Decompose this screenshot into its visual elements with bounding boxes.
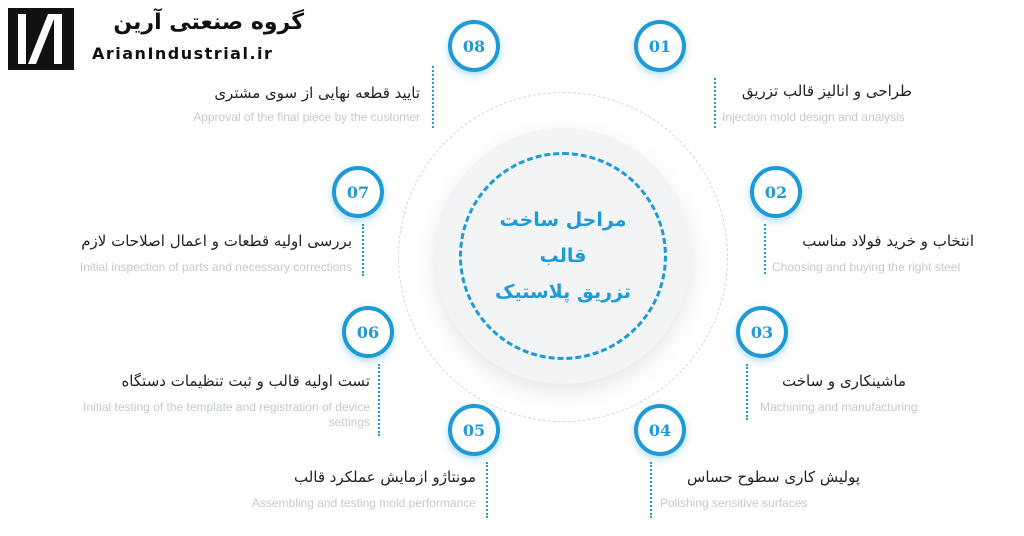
center-title-line-1: مراحل ساخت bbox=[499, 209, 627, 231]
step-02-badge: 02 bbox=[750, 166, 802, 218]
step-07-connector bbox=[362, 224, 364, 276]
step-04-title: پولیش کاری سطوح حساس bbox=[687, 468, 860, 486]
step-04-connector bbox=[650, 462, 652, 518]
brand-name: گروه صنعتی آرین bbox=[113, 10, 304, 35]
step-01-badge: 01 bbox=[634, 20, 686, 72]
step-08-title: تایید قطعه نهایی از سوی مشتری bbox=[214, 84, 420, 102]
center-title-line-3: تزریق پلاستیک bbox=[495, 281, 631, 303]
step-03-subtitle: Machining and manufacturing bbox=[760, 400, 918, 414]
step-07-title: بررسی اولیه قطعات و اعمال اصلاحات لازم bbox=[81, 232, 352, 250]
center-title-line-2: قالب bbox=[539, 245, 587, 267]
step-01-number: 01 bbox=[648, 36, 672, 56]
step-03-badge: 03 bbox=[736, 306, 788, 358]
outer-dashed-ring bbox=[398, 92, 728, 422]
step-05-subtitle: Assembling and testing mold performance bbox=[251, 496, 476, 510]
step-02-connector bbox=[764, 224, 766, 274]
step-01-connector bbox=[714, 78, 716, 128]
step-02-subtitle: Choosing and buying the right steel bbox=[772, 260, 961, 274]
step-05-title: مونتاژو ازمایش عملکرد قالب bbox=[293, 468, 476, 486]
step-08-number: 08 bbox=[462, 36, 486, 56]
step-02-number: 02 bbox=[764, 182, 788, 202]
logo-mark-icon bbox=[8, 8, 74, 70]
step-06-subtitle: Initial testing of the template and regi… bbox=[83, 400, 370, 429]
step-05-number: 05 bbox=[462, 420, 486, 440]
center-dashed-ring: مراحل ساخت قالب تزریق پلاستیک bbox=[459, 152, 667, 360]
step-02-title: انتخاب و خرید فولاد مناسب bbox=[802, 232, 974, 250]
step-03-title: ماشینکاری و ساخت bbox=[782, 372, 906, 390]
step-03-number: 03 bbox=[750, 322, 774, 342]
step-07-subtitle: Initial inspection of parts and necessar… bbox=[79, 260, 352, 274]
step-03-connector bbox=[746, 364, 748, 420]
brand-site: ArianIndustrial.ir bbox=[92, 44, 274, 63]
step-04-badge: 04 bbox=[634, 404, 686, 456]
center-title: مراحل ساخت قالب تزریق پلاستیک bbox=[495, 202, 631, 310]
step-07-number: 07 bbox=[346, 182, 370, 202]
step-08-badge: 08 bbox=[448, 20, 500, 72]
step-01-title: طراحی و انالیز قالب تزریق bbox=[741, 82, 912, 100]
step-05-connector bbox=[486, 462, 488, 518]
step-06-number: 06 bbox=[356, 322, 380, 342]
step-07-badge: 07 bbox=[332, 166, 384, 218]
center-circle: مراحل ساخت قالب تزریق پلاستیک bbox=[435, 128, 691, 384]
step-08-connector bbox=[432, 66, 434, 128]
step-06-title: تست اولیه قالب و ثبت تنظیمات دستگاه bbox=[121, 372, 370, 390]
step-06-connector bbox=[378, 364, 380, 436]
step-08-subtitle: Approval of the final piece by the custo… bbox=[193, 110, 420, 124]
step-04-subtitle: Polishing sensitive surfaces bbox=[660, 496, 808, 510]
brand-logo: گروه صنعتی آرین ArianIndustrial.ir bbox=[8, 8, 308, 70]
step-01-subtitle: Injection mold design and analysis bbox=[722, 110, 905, 124]
step-06-badge: 06 bbox=[342, 306, 394, 358]
step-05-badge: 05 bbox=[448, 404, 500, 456]
step-04-number: 04 bbox=[648, 420, 672, 440]
